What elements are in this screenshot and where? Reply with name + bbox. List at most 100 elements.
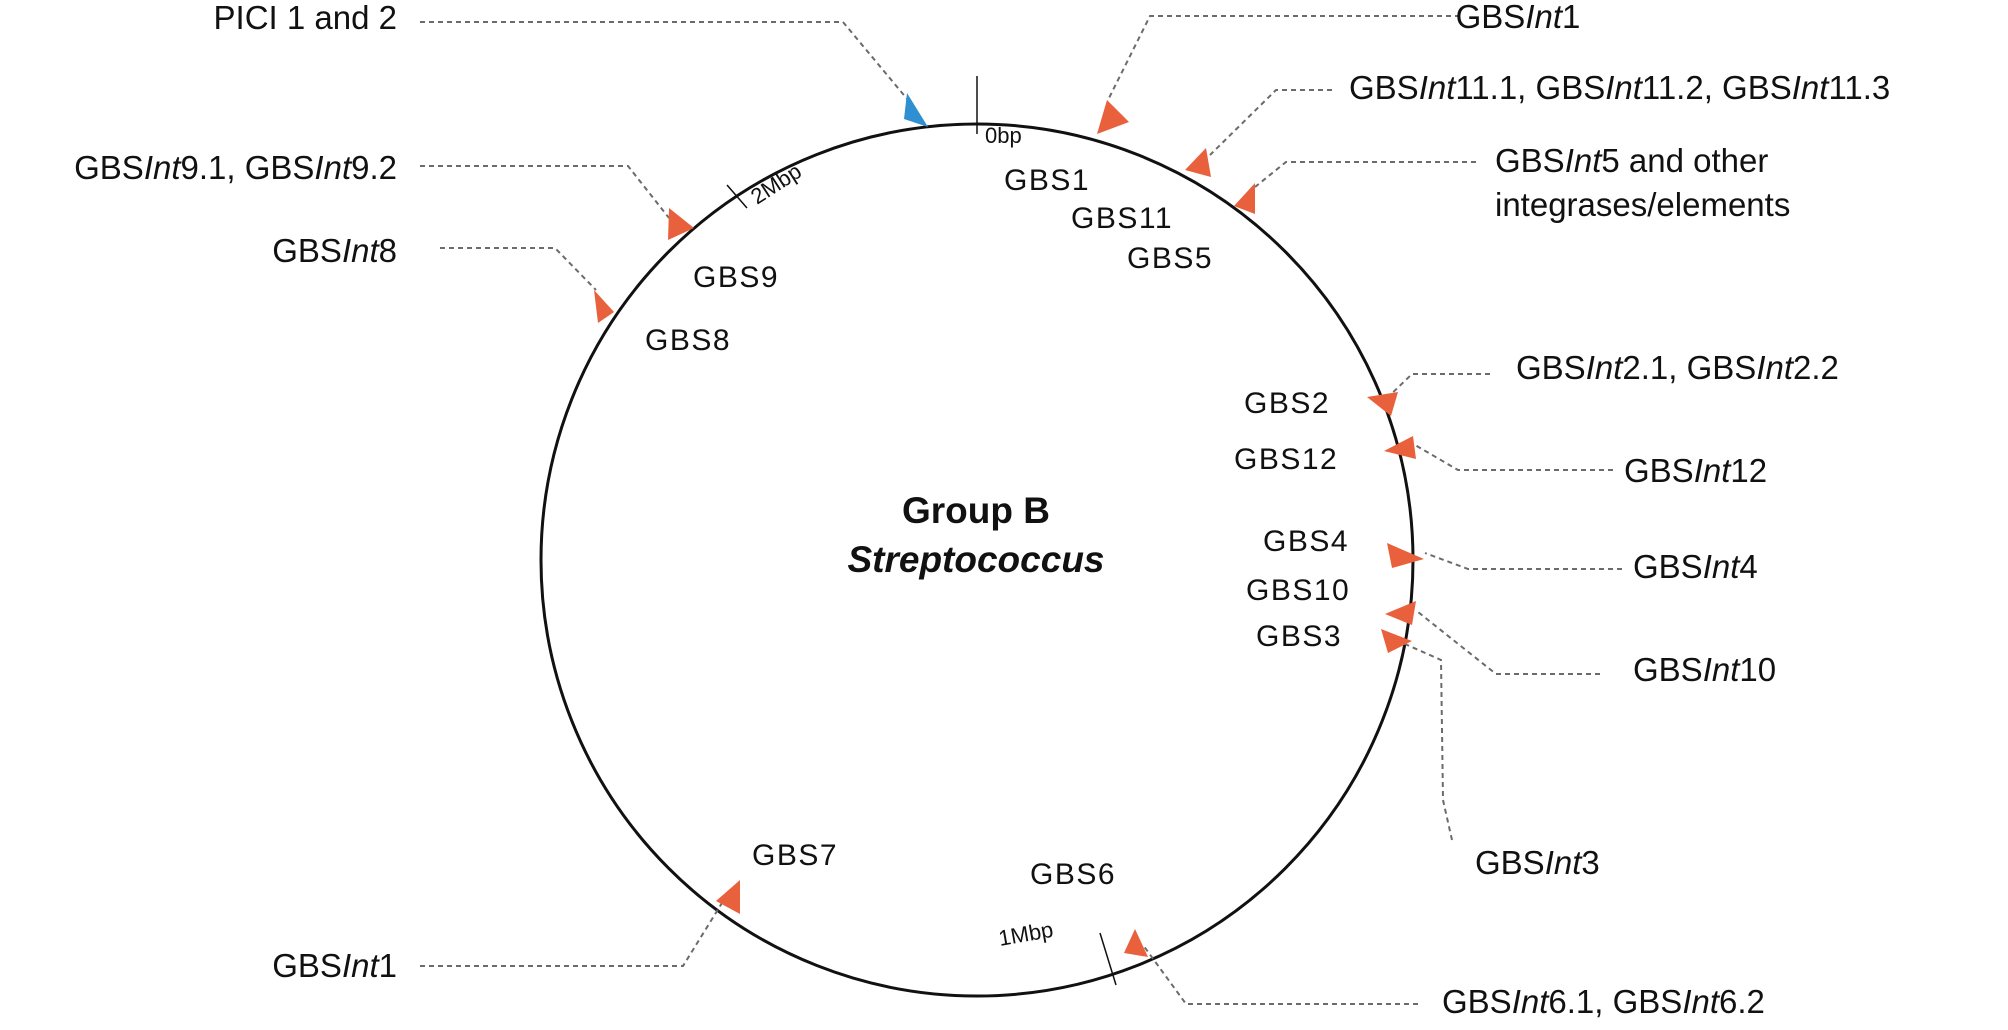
element-label-gbs10: GBSInt10: [1633, 651, 1776, 688]
label-run: GBS: [1495, 142, 1565, 179]
label-italic-run: Int: [1545, 844, 1584, 881]
leader-line-gbs11: [1209, 89, 1332, 156]
site-label-gbs11: GBS11: [1071, 202, 1173, 235]
label-run: GBS: [1624, 452, 1694, 489]
scale-label-1mbp: 1Mbp: [997, 917, 1056, 951]
site-label-gbs1: GBS1: [1004, 164, 1090, 197]
site-label-gbs8: GBS8: [645, 324, 731, 357]
label-run: GBS: [1633, 651, 1703, 688]
label-run: 2.1, GBS: [1622, 349, 1756, 386]
organism-title-line1: Group B: [902, 490, 1050, 531]
label-italic-run: Int: [1682, 983, 1721, 1020]
element-label-gbs2: GBSInt2.1, GBSInt2.2: [1516, 349, 1839, 386]
label-run: 3: [1581, 844, 1599, 881]
label-italic-run: Int: [1565, 142, 1604, 179]
label-italic-run: Int: [144, 149, 183, 186]
label-run: 1: [379, 947, 397, 984]
leader-line-gbs2: [1384, 373, 1490, 401]
element-label-gbs7: GBSInt1: [272, 947, 397, 984]
leader-line-gbs9: [420, 165, 670, 219]
label-run: 5 and other: [1601, 142, 1768, 179]
element-label-gbs12: GBSInt12: [1624, 452, 1767, 489]
label-italic-run: Int: [1525, 0, 1564, 35]
integrase-marker: [1124, 929, 1148, 957]
label-run: 9.2: [351, 149, 397, 186]
scale-tick-2mbp: [726, 184, 748, 209]
label-italic-run: Int: [342, 947, 381, 984]
label-run: GBS: [272, 232, 342, 269]
site-label-gbs10: GBS10: [1246, 574, 1350, 607]
label-run: GBS: [74, 149, 144, 186]
label-run: 12: [1730, 452, 1767, 489]
label-italic-run: Int: [1703, 548, 1742, 585]
site-label-gbs5: GBS5: [1127, 242, 1213, 275]
leader-line-gbs3: [1404, 643, 1453, 841]
label-italic-run: Int: [342, 232, 381, 269]
leader-line-pici: [420, 21, 909, 101]
element-label-gbs1: GBSInt1: [1456, 0, 1581, 35]
label-run: GBS: [1456, 0, 1526, 35]
leader-line-gbs7: [420, 889, 731, 967]
element-label-gbs5-line2: integrases/elements: [1495, 186, 1790, 223]
label-run: GBS: [1442, 983, 1512, 1020]
element-label-gbs11: GBSInt11.1, GBSInt11.2, GBSInt11.3: [1349, 69, 1890, 106]
leader-line-gbs4: [1424, 552, 1622, 570]
leader-line-gbs8: [440, 247, 597, 291]
label-run: 10: [1739, 651, 1776, 688]
label-run: 11.3: [1828, 69, 1890, 106]
integrase-marker: [1384, 436, 1416, 459]
element-label-gbs5: GBSInt5 and other: [1495, 142, 1768, 179]
label-run: PICI 1 and 2: [214, 0, 397, 36]
label-run: GBS: [1349, 69, 1419, 106]
site-label-gbs4: GBS4: [1263, 525, 1349, 558]
label-run: 4: [1739, 548, 1757, 585]
integrase-marker: [1367, 392, 1398, 416]
leader-line-gbs12: [1414, 444, 1613, 471]
label-run: GBS: [1475, 844, 1545, 881]
site-label-gbs12: GBS12: [1234, 443, 1338, 476]
element-label-pici: PICI 1 and 2: [214, 0, 397, 36]
integrase-marker: [594, 290, 614, 323]
leader-line-gbs1: [1107, 15, 1460, 101]
integrase-marker: [1385, 601, 1416, 625]
scale-tick-1mbp: [1099, 932, 1117, 986]
integrase-marker: [1185, 148, 1211, 177]
leader-line-gbs5: [1254, 161, 1476, 188]
label-run: 2.2: [1793, 349, 1839, 386]
label-run: 11.1, GBS: [1455, 69, 1605, 106]
site-label-gbs9: GBS9: [693, 261, 779, 294]
element-label-gbs3: GBSInt3: [1475, 844, 1600, 881]
label-run: 8: [379, 232, 397, 269]
site-label-gbs3: GBS3: [1256, 620, 1342, 653]
integrase-marker: [668, 208, 694, 240]
integrase-marker: [1097, 100, 1129, 134]
integrase-marker: [1234, 183, 1255, 214]
site-label-gbs6: GBS6: [1030, 858, 1116, 891]
element-label-gbs8: GBSInt8: [272, 232, 397, 269]
leader-line-gbs10: [1417, 611, 1600, 675]
label-italic-run: Int: [1586, 349, 1625, 386]
label-run: GBS: [272, 947, 342, 984]
label-italic-run: Int: [1419, 69, 1458, 106]
integrase-marker: [1387, 543, 1424, 568]
element-label-gbs6: GBSInt6.1, GBSInt6.2: [1442, 983, 1765, 1020]
label-italic-run: Int: [314, 149, 353, 186]
label-run: 1: [1562, 0, 1580, 35]
scale-label-2mbp: 2Mbp: [746, 158, 806, 209]
element-label-gbs4: GBSInt4: [1633, 548, 1758, 585]
label-run: 11.2, GBS: [1642, 69, 1792, 106]
label-italic-run: Int: [1512, 983, 1551, 1020]
label-italic-run: Int: [1694, 452, 1733, 489]
leader-line-gbs6: [1142, 944, 1418, 1005]
pici-marker: [904, 93, 928, 127]
label-run: GBS: [1633, 548, 1703, 585]
label-italic-run: Int: [1792, 69, 1831, 106]
label-run: 6.2: [1719, 983, 1765, 1020]
site-label-gbs7: GBS7: [752, 839, 838, 872]
label-run: 9.1, GBS: [181, 149, 315, 186]
label-run: 6.1, GBS: [1548, 983, 1682, 1020]
label-italic-run: Int: [1605, 69, 1644, 106]
scale-label-0bp: 0bp: [985, 123, 1022, 148]
